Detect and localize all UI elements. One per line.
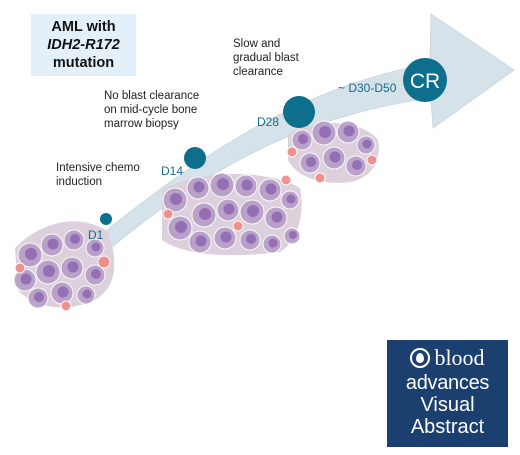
cell-nucleus (352, 160, 362, 170)
badge-visual: Visual (420, 394, 475, 416)
cell-nucleus (286, 194, 296, 204)
node-d1 (100, 213, 112, 225)
cell-nucleus (47, 238, 59, 250)
note-slow-line-3: clearance (233, 66, 283, 78)
cell-nucleus (362, 139, 372, 149)
node-d28 (283, 96, 315, 128)
red-cell (60, 300, 72, 312)
label-d14: D14 (161, 164, 184, 178)
note-slow-clearance: Slow and gradual blast clearance (233, 37, 299, 79)
label-d1: D1 (88, 228, 104, 242)
cell-nucleus (241, 179, 253, 191)
cell-nucleus (199, 208, 211, 220)
cell-cluster-d14 (162, 172, 302, 256)
cell-nucleus (265, 183, 277, 195)
cell-nucleus (170, 193, 182, 205)
title-line-3: mutation (52, 55, 115, 71)
cell-nucleus (175, 221, 187, 233)
red-cell (232, 220, 244, 232)
badge-brand-2: advances (405, 372, 490, 394)
red-cell (97, 255, 111, 269)
note-chemo: Intensive chemo induction (56, 161, 140, 189)
cell-nucleus (220, 231, 232, 243)
node-cr (403, 58, 447, 102)
cell-nucleus (329, 151, 341, 163)
cell-nucleus (91, 242, 101, 252)
cell-nucleus (298, 134, 308, 144)
cell-cluster-d28 (286, 120, 379, 184)
cell-nucleus (43, 265, 55, 277)
note-chemo-line-1: Intensive chemo (56, 162, 140, 174)
note-no-clearance: No blast clearance on mid-cycle bone mar… (104, 89, 199, 131)
red-cell (280, 174, 292, 186)
cell-nucleus (25, 248, 37, 260)
cell-nucleus (246, 234, 256, 244)
cell-nucleus (57, 286, 69, 298)
title-line-1: AML with (51, 19, 116, 35)
note-chemo-line-2: induction (56, 176, 103, 188)
cell-nucleus (343, 125, 355, 137)
note-no-clearance-line-2: on mid-cycle bone (104, 104, 198, 116)
red-cell (286, 146, 298, 158)
label-d30-d50: ~ D30-D50 (338, 81, 397, 95)
title-gene: IDH2-R172 (47, 37, 120, 53)
badge-abstract: Abstract (410, 416, 485, 438)
cell-nucleus (195, 235, 207, 247)
cell-nucleus (20, 273, 32, 285)
red-cell (314, 172, 326, 184)
red-cell (366, 154, 378, 166)
cell-nucleus (217, 178, 229, 190)
cell-nucleus (34, 292, 44, 302)
cell-nucleus (268, 238, 278, 248)
badge-brand: blood (434, 345, 485, 370)
cell-nucleus (82, 289, 92, 299)
cell-nucleus (67, 261, 79, 273)
title-box: AML with IDH2-R172 mutation (31, 14, 136, 76)
note-slow-line-2: gradual blast (233, 52, 299, 64)
label-d28: D28 (257, 115, 280, 129)
journal-badge: blood advances Visual Abstract (387, 340, 508, 447)
red-cell (162, 208, 174, 220)
cell-nucleus (306, 157, 316, 167)
cell-nucleus (247, 205, 259, 217)
note-no-clearance-line-3: marrow biopsy (104, 118, 179, 130)
cell-nucleus (70, 234, 80, 244)
cell-nucleus (91, 269, 101, 279)
note-no-clearance-line-1: No blast clearance (104, 90, 200, 102)
cell-nucleus (289, 231, 297, 239)
note-slow-line-1: Slow and (233, 38, 281, 50)
red-cell (14, 262, 26, 274)
blood-drop-icon (410, 348, 431, 368)
cell-nucleus (319, 126, 331, 138)
badge-brand-row: blood (387, 344, 508, 372)
cr-label: CR (410, 70, 440, 93)
cell-nucleus (271, 211, 283, 223)
cell-cluster-d1 (13, 221, 115, 312)
cell-nucleus (193, 181, 205, 193)
cell-nucleus (223, 203, 235, 215)
node-d14 (184, 147, 206, 169)
